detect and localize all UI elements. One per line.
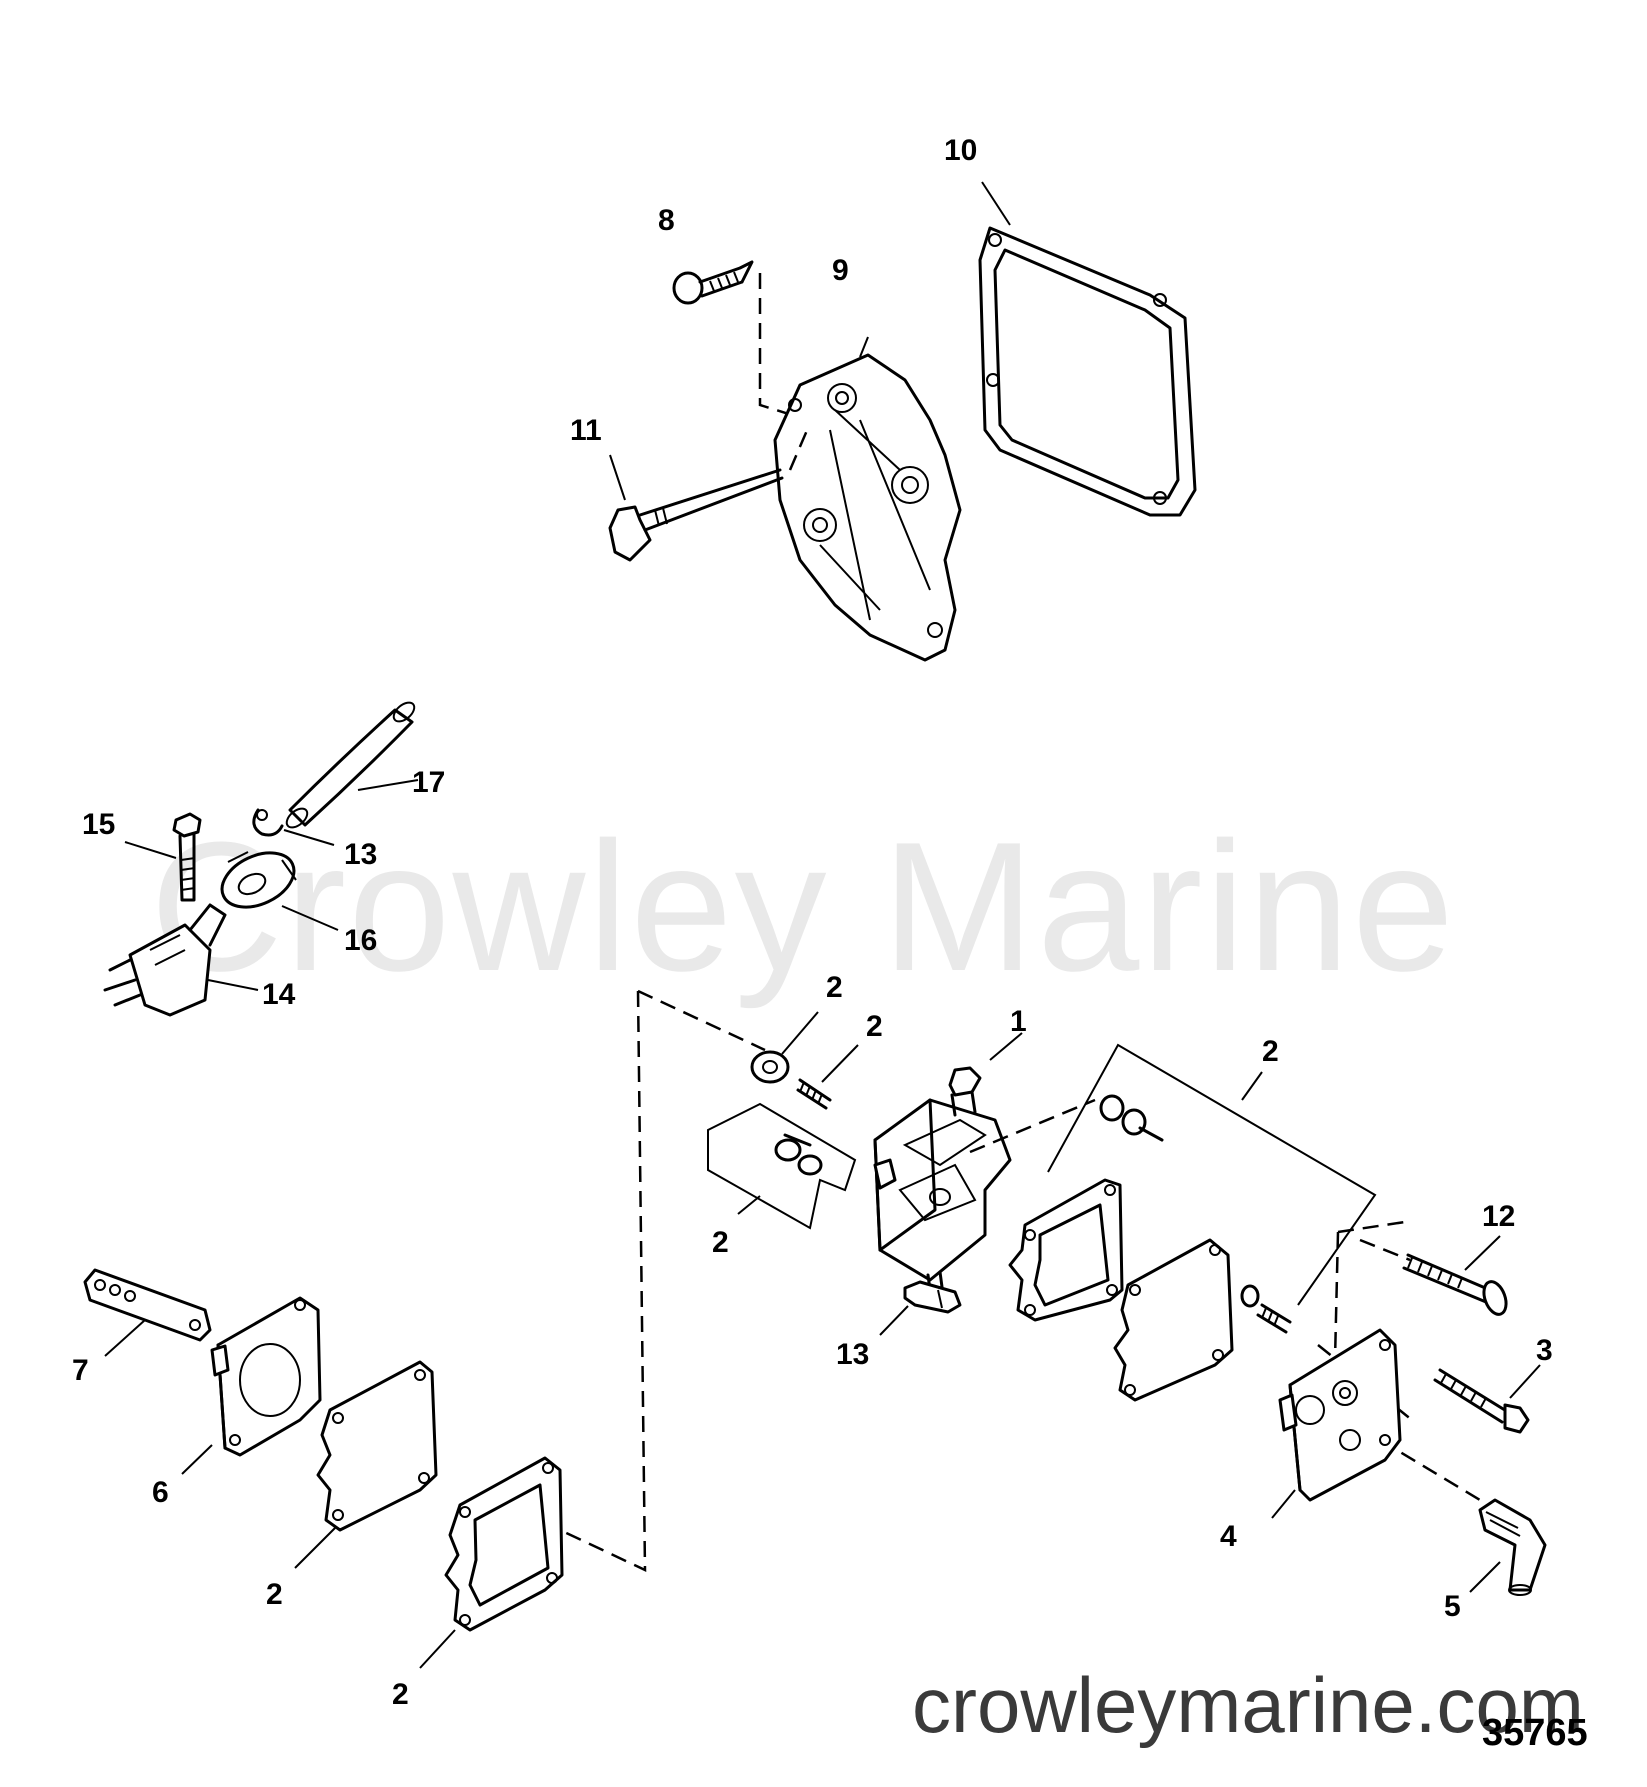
- callout-5: 5: [1444, 1590, 1461, 1623]
- watermark-url: crowleymarine.com: [912, 1661, 1584, 1749]
- callout-2: 2: [712, 1226, 729, 1259]
- callout-13: 13: [836, 1338, 869, 1371]
- callout-17: 17: [412, 766, 445, 799]
- part-1-pump-body: [873, 1066, 1012, 1292]
- callout-8: 8: [658, 204, 675, 237]
- part-2-diaphragm-lower: [316, 1360, 438, 1532]
- callout-11: 11: [570, 414, 602, 447]
- callout-2: 2: [866, 1010, 883, 1043]
- part-13-clamp-upper: [252, 808, 284, 837]
- part-3-screw: [1433, 1368, 1530, 1434]
- callout-16: 16: [344, 924, 377, 957]
- callout-2: 2: [826, 971, 843, 1004]
- part-12-screw: [1402, 1253, 1508, 1316]
- part-11-pin: [608, 468, 784, 562]
- part-2-spring-top: [796, 1078, 832, 1110]
- part-8-screw: [672, 260, 754, 305]
- callout-15: 15: [82, 808, 115, 841]
- part-2-gasket-lower: [444, 1456, 564, 1632]
- callout-9: 9: [832, 254, 849, 287]
- part-5-elbow: [1478, 1498, 1547, 1596]
- part-2-check-valve-group-left: [707, 1102, 857, 1230]
- part-4-cover: [1278, 1328, 1402, 1502]
- part-10-gasket: [978, 226, 1197, 517]
- callout-10: 10: [944, 134, 977, 167]
- dashed-line-right-assembly: [1317, 1220, 1481, 1502]
- callout-labels: 1 2 2 2 2 2 2 2 3 4 5 6 7 8 9 10 11 12 1…: [72, 134, 1553, 1711]
- part-2-spring-right: [1240, 1284, 1292, 1334]
- callout-14: 14: [262, 978, 296, 1011]
- callout-7: 7: [72, 1354, 89, 1387]
- callout-2: 2: [1262, 1035, 1279, 1068]
- callout-12: 12: [1482, 1200, 1515, 1233]
- part-2-gasket-center-upper: [1008, 1178, 1124, 1322]
- part-9-cover-plate: [773, 353, 962, 662]
- callout-2: 2: [266, 1578, 283, 1611]
- figure-number: 35765: [1482, 1712, 1588, 1754]
- part-14-valve: [103, 903, 227, 1017]
- callout-4: 4: [1220, 1520, 1237, 1553]
- part-7-link: [83, 1268, 212, 1342]
- watermark-text: Crowley Marine: [150, 803, 1457, 1009]
- part-2-washer-top: [750, 1050, 790, 1084]
- part-15-bolt: [172, 812, 202, 902]
- callout-3: 3: [1536, 1334, 1553, 1367]
- dashed-line-left-assembly: [559, 989, 766, 1572]
- part-2-diaphragm-center: [1113, 1238, 1234, 1402]
- part-16-spacer: [220, 851, 297, 909]
- callout-13: 13: [344, 838, 377, 871]
- part-6-plate: [210, 1296, 322, 1457]
- part-17-hose: [285, 701, 416, 829]
- callout-6: 6: [152, 1476, 169, 1509]
- part-13-clamp-lower: [903, 1280, 962, 1314]
- callout-2: 2: [392, 1678, 409, 1711]
- callout-1: 1: [1010, 1005, 1027, 1038]
- part-2-check-valve-group-right: [1047, 1043, 1377, 1306]
